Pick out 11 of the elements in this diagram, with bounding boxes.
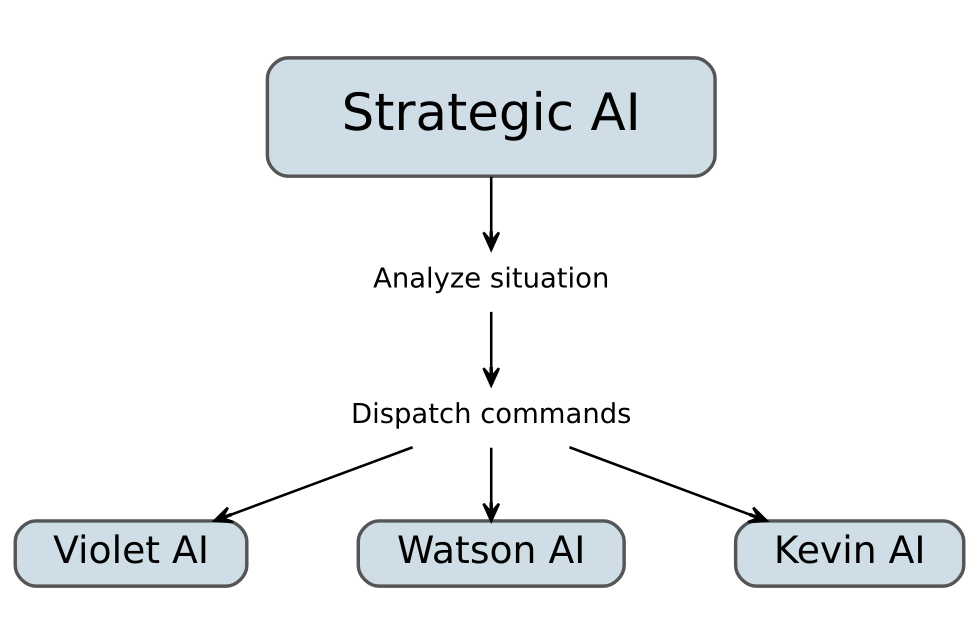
node-text: Dispatch commands	[350, 398, 632, 430]
arrow	[482, 312, 500, 387]
arrow	[213, 446, 414, 524]
node-box: Violet AI	[14, 519, 249, 588]
arrow	[482, 448, 500, 522]
arrow	[569, 446, 768, 524]
node-box: Kevin AI	[734, 519, 966, 588]
arrow	[482, 176, 500, 251]
node-box: Watson AI	[356, 519, 626, 588]
node-text: Analyze situation	[373, 263, 610, 294]
node-box: Strategic AI	[266, 56, 717, 178]
